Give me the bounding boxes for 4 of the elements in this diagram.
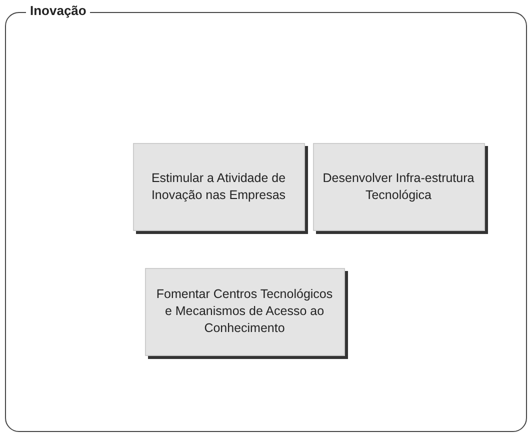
box-label: Fomentar Centros Tecnológicos e Mecanismos de Acesso ao Conhecimento: [155, 286, 334, 337]
box-label: Desenvolver Infra-estrutura Tecnológica: [322, 170, 476, 204]
group-title: Inovação: [26, 3, 90, 18]
box-label: Estimular a Atividade de Inovação nas Empresas: [150, 170, 287, 204]
